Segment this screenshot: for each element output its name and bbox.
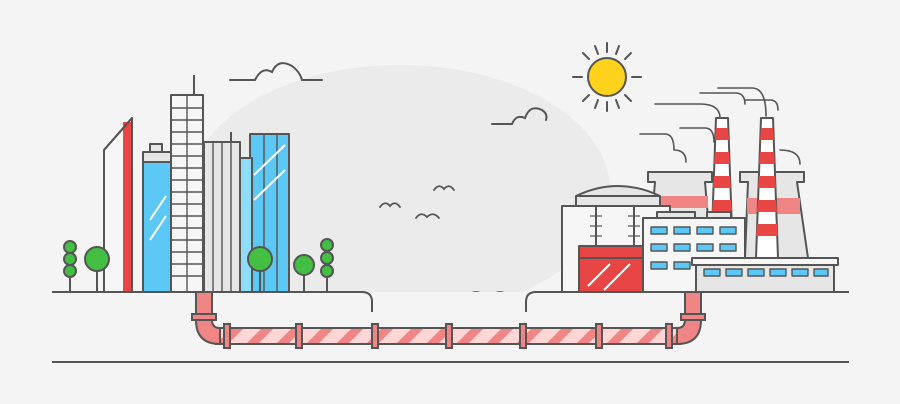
pipeline	[191, 291, 706, 349]
ground-left	[52, 291, 373, 312]
cloud-left	[229, 62, 323, 81]
background-glow	[190, 65, 610, 315]
city-skyline	[103, 75, 290, 293]
bird	[415, 213, 440, 219]
tree	[320, 238, 334, 292]
smoke	[639, 87, 801, 165]
windows	[650, 226, 737, 270]
sun-icon	[572, 42, 642, 112]
tree	[63, 240, 77, 292]
bird	[433, 185, 455, 191]
ground-right	[525, 291, 849, 312]
trees	[63, 238, 334, 292]
tree	[84, 246, 110, 292]
low-building	[695, 263, 835, 293]
birds	[379, 185, 455, 219]
cloud-right	[491, 107, 548, 125]
power-plant	[561, 87, 839, 293]
tree	[293, 254, 315, 292]
bird	[379, 202, 401, 208]
chimney	[755, 117, 779, 259]
tree	[247, 246, 273, 292]
